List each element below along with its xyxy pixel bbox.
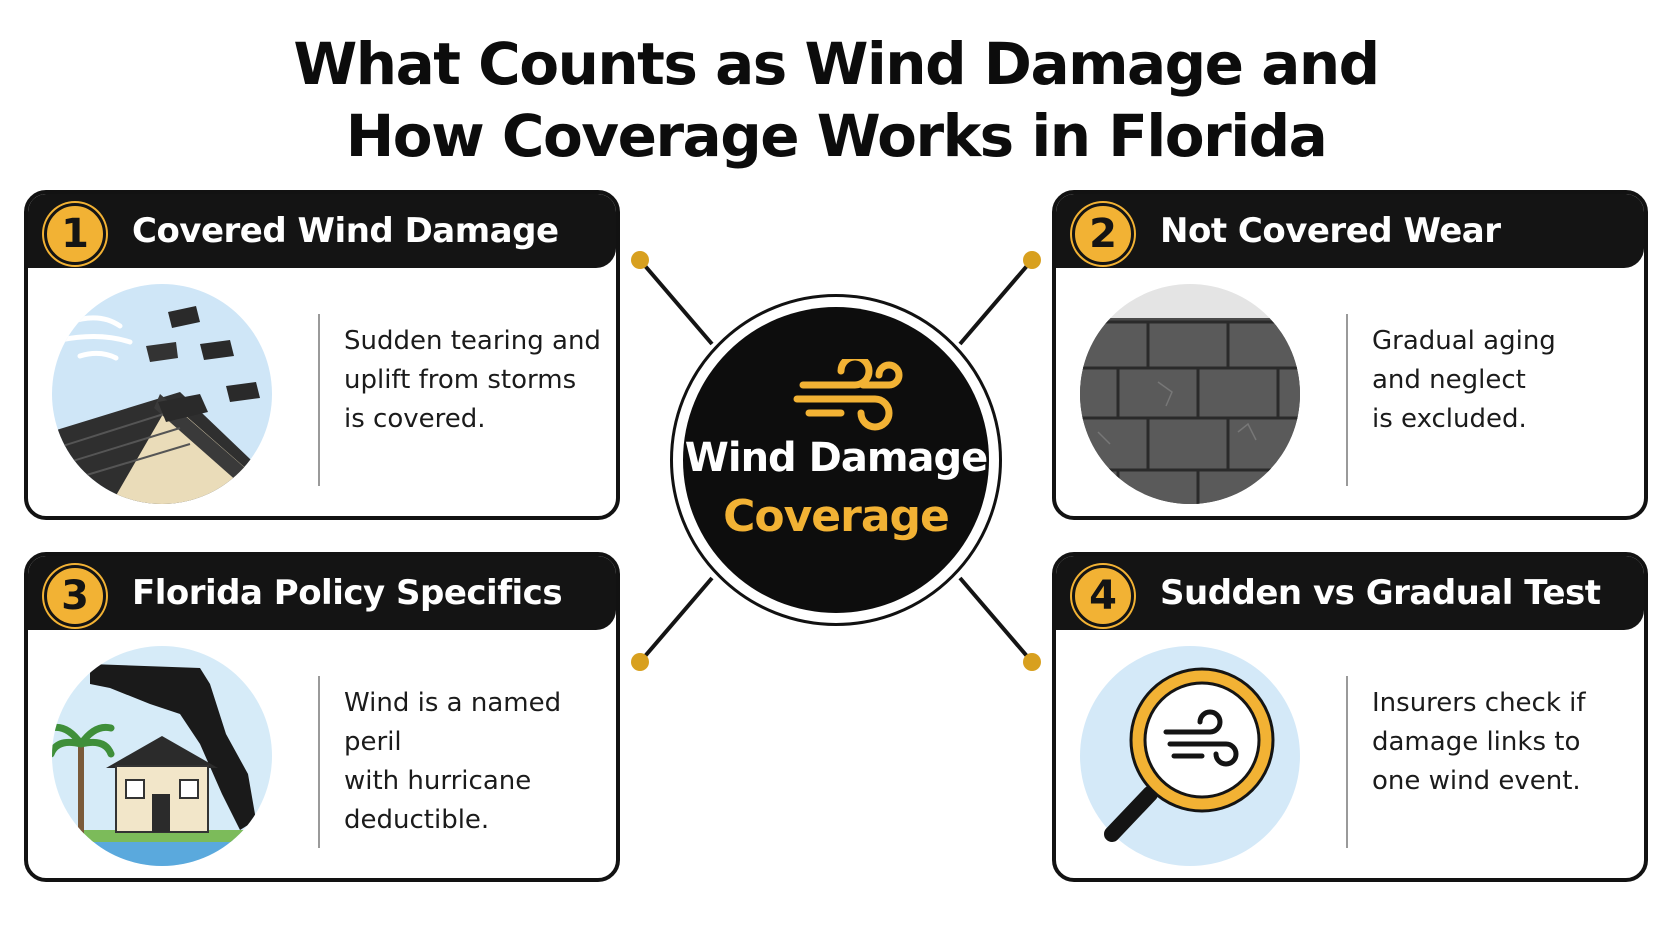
card-sudden-vs-gradual-test: 4 Sudden vs Gradual Test Insurers check … (1052, 552, 1648, 882)
card-number-badge: 4 (1072, 565, 1134, 627)
magnifier-wind-icon (1080, 646, 1300, 866)
connector-dot-1 (631, 251, 649, 269)
card-divider (1346, 314, 1348, 486)
card-number-badge: 2 (1072, 203, 1134, 265)
card-covered-wind-damage: 1 Covered Wind Damage Sudden tearing and… (24, 190, 620, 520)
card-description: Sudden tearing and uplift from storms is… (344, 326, 601, 434)
card-not-covered-wear: 2 Not Covered Wear (1052, 190, 1648, 520)
connector-dot-3 (631, 653, 649, 671)
card-title: Florida Policy Specifics (132, 573, 563, 613)
card-description: Gradual aging and neglect is excluded. (1372, 326, 1556, 434)
connector-line-2 (958, 258, 1034, 346)
page-title-line-1: What Counts as Wind Damage and (293, 30, 1380, 98)
card-title: Not Covered Wear (1160, 211, 1501, 251)
connector-line-1 (638, 258, 714, 346)
card-number-badge: 1 (44, 203, 106, 265)
connector-dot-2 (1023, 251, 1041, 269)
roof-shingles-blowing-icon (52, 284, 272, 504)
card-florida-policy-specifics: 3 Florida Policy Specifics Wind is a nam… (24, 552, 620, 882)
connector-line-4 (958, 576, 1034, 664)
wind-icon (793, 359, 903, 431)
page-title-line-2: How Coverage Works in Florida (345, 102, 1328, 170)
connector-dot-4 (1023, 653, 1041, 671)
card-description: Insurers check if damage links to one wi… (1372, 688, 1586, 796)
page-title: What Counts as Wind Damage and How Cover… (0, 28, 1672, 172)
card-header: 2 Not Covered Wear (1056, 194, 1644, 268)
hub-title-line-2: Coverage (723, 491, 950, 542)
card-divider (318, 314, 320, 486)
central-hub-disc: Wind Damage Coverage (683, 307, 989, 613)
card-number-badge: 3 (44, 565, 106, 627)
card-divider (318, 676, 320, 848)
card-header: 4 Sudden vs Gradual Test (1056, 556, 1644, 630)
hub-title-line-1: Wind Damage (684, 435, 989, 481)
florida-house-icon (52, 646, 272, 866)
central-hub: Wind Damage Coverage (670, 294, 1002, 626)
card-header: 1 Covered Wind Damage (28, 194, 616, 268)
worn-shingles-icon (1080, 284, 1300, 504)
card-header: 3 Florida Policy Specifics (28, 556, 616, 630)
card-title: Covered Wind Damage (132, 211, 559, 251)
connector-line-3 (638, 576, 714, 664)
card-divider (1346, 676, 1348, 848)
card-description: Wind is a named peril with hurricane ded… (344, 688, 562, 835)
card-title: Sudden vs Gradual Test (1160, 573, 1601, 613)
